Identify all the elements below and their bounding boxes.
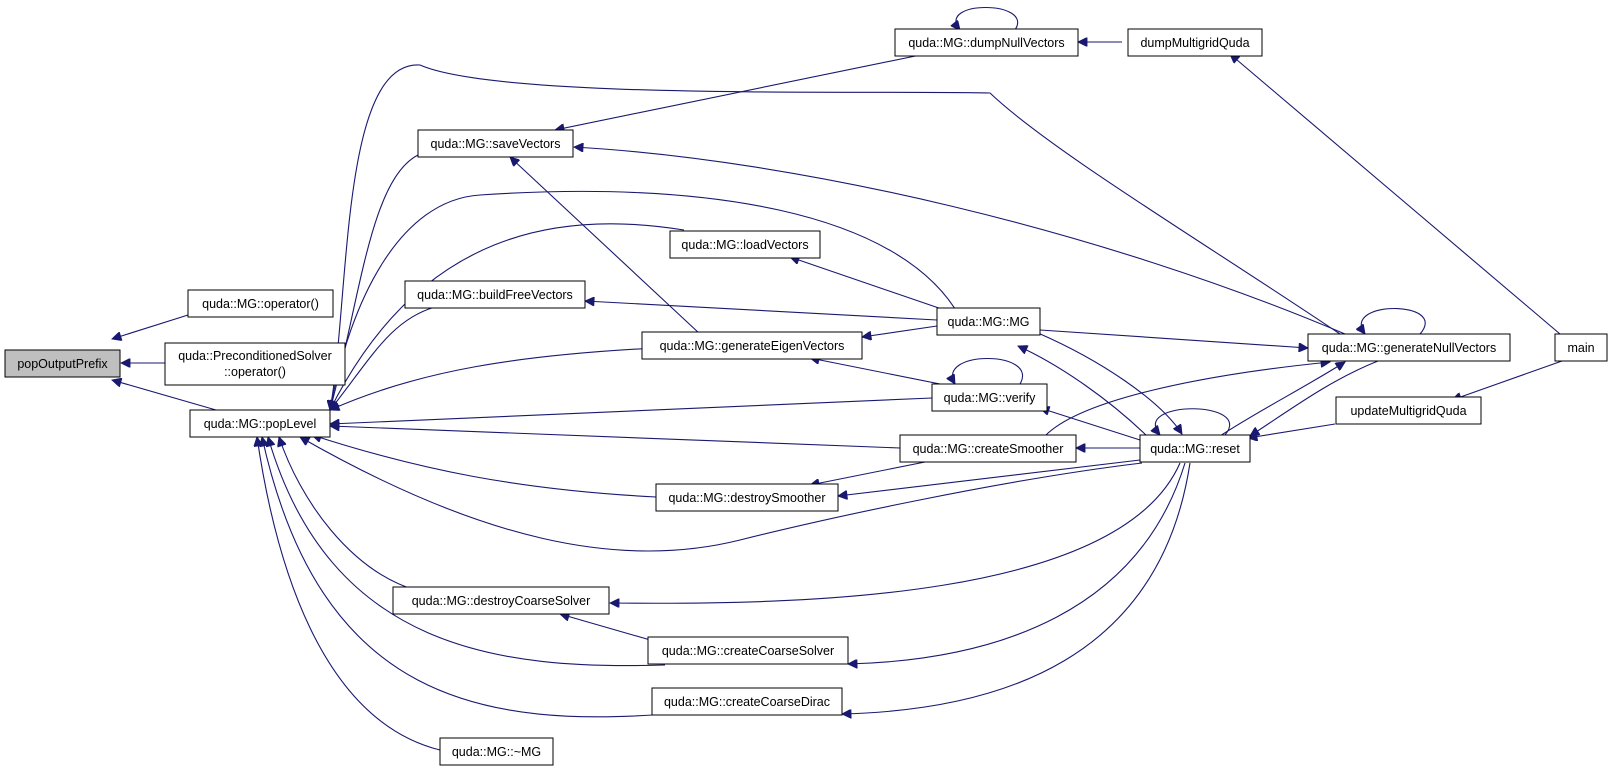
node-verify[interactable]: quda::MG::verify [931, 383, 1048, 412]
node-generatenullvectors[interactable]: quda::MG::generateNullVectors [1307, 333, 1511, 362]
edge-reset-to-createcoarsesolver [848, 462, 1186, 664]
edge-createcoarsedirac-to-poplevel [262, 437, 681, 718]
node-label: main [1567, 341, 1594, 355]
edge-mgmg-to-generatenullvectors [1039, 329, 1308, 348]
node-label: quda::MG::destroyCoarseSolver [412, 594, 591, 608]
node-label: popOutputPrefix [17, 357, 108, 371]
node-createcoarsesolver[interactable]: quda::MG::createCoarseSolver [647, 636, 849, 665]
edge-destroycoarsesolver-to-poplevel [279, 437, 416, 591]
node-label: quda::MG::dumpNullVectors [908, 36, 1064, 50]
edge-reset-to-createcoarsedirac [842, 462, 1191, 714]
edge-generatenullvectors-self [1361, 308, 1426, 335]
edge-reset-to-destroysmoother [838, 459, 1141, 496]
edge-main-to-dumpmultigridquda [1230, 54, 1561, 335]
edge-createsmoother-to-poplevel [330, 426, 901, 449]
node-label: quda::MG::loadVectors [681, 238, 808, 252]
edge-createcoarsesolver-to-poplevel [268, 437, 666, 667]
node-preconditionedsolver-operator[interactable]: quda::PreconditionedSolver ::operator() [164, 342, 346, 386]
edge-reset-to-verify [1040, 408, 1141, 441]
edge-createsmoother-to-generatenullvectors [1044, 362, 1330, 437]
edge-createsmoother-to-destroysmoother [810, 459, 936, 485]
node-label: dumpMultigridQuda [1140, 36, 1249, 50]
edge-mgmg-to-poplevel [330, 190, 961, 410]
node-label: quda::MG::saveVectors [431, 137, 561, 151]
edge-reset-to-poplevel [300, 437, 1143, 552]
edge-generateeigenvectors-to-savevectors [510, 157, 701, 335]
edge-poplevel-to-popoutputprefix [112, 380, 217, 411]
node-poplevel[interactable]: quda::MG::popLevel [189, 409, 331, 438]
node-label: quda::MG::generateEigenVectors [660, 339, 845, 353]
edge-verify-self [952, 357, 1024, 385]
edge-updatemultigridquda-to-reset [1248, 423, 1336, 438]
node-loadvectors[interactable]: quda::MG::loadVectors [669, 230, 821, 259]
node-label: quda::MG::createSmoother [913, 442, 1064, 456]
edge-destroysmoother-to-poplevel [312, 435, 657, 498]
node-label: quda::MG::createCoarseDirac [664, 695, 830, 709]
node-destroycoarsesolver[interactable]: quda::MG::destroyCoarseSolver [392, 586, 610, 615]
edge-verify-to-poplevel [330, 397, 933, 424]
node-label: quda::MG::destroySmoother [668, 491, 825, 505]
edge-mgmg-to-buildfreevectors [585, 301, 938, 321]
node-label: quda::MG::popLevel [204, 417, 317, 431]
node-createcoarsedirac[interactable]: quda::MG::createCoarseDirac [651, 687, 843, 716]
node-mg-mg[interactable]: quda::MG::MG [936, 307, 1041, 336]
edge-tildemg-to-poplevel [257, 437, 441, 751]
node-label: quda::MG::createCoarseSolver [662, 644, 834, 658]
edge-generatenullvectors-to-reset [1250, 360, 1379, 436]
node-main[interactable]: main [1554, 333, 1608, 362]
node-label: quda::MG::MG [948, 315, 1030, 329]
node-reset[interactable]: quda::MG::reset [1139, 434, 1251, 463]
node-popoutputprefix[interactable]: popOutputPrefix [4, 349, 121, 378]
node-label: quda::MG::operator() [202, 297, 319, 311]
node-savevectors[interactable]: quda::MG::saveVectors [417, 129, 574, 158]
edge-mgmg-to-generateeigenvectors [862, 325, 938, 337]
edge-reset-self [1155, 408, 1231, 435]
edge-verify-to-generateeigenvectors [810, 358, 941, 385]
node-tilde-mg[interactable]: quda::MG::~MG [439, 737, 554, 766]
edge-loadvectors-to-poplevel [329, 223, 685, 410]
edge-generatenullvectors-to-savevectors [574, 147, 1346, 335]
edge-main-to-updatemultigridquda [1452, 360, 1563, 400]
node-updatemultigridquda[interactable]: updateMultigridQuda [1335, 396, 1482, 425]
edge-buildfreevectors-to-poplevel [330, 306, 436, 410]
node-buildfreevectors[interactable]: quda::MG::buildFreeVectors [404, 280, 586, 309]
edge-generatenullvectors-to-poplevel [330, 64, 1341, 410]
node-label: quda::MG::generateNullVectors [1322, 341, 1496, 355]
node-createsmoother[interactable]: quda::MG::createSmoother [899, 434, 1077, 463]
node-dumpmultigridquda[interactable]: dumpMultigridQuda [1127, 28, 1263, 57]
edge-dumpnullvectors-to-savevectors [555, 52, 931, 130]
edge-reset-to-destroycoarsesolver [610, 462, 1181, 603]
edge-mgmg-to-loadvectors [790, 257, 966, 318]
node-destroysmoother[interactable]: quda::MG::destroySmoother [655, 483, 839, 512]
node-dumpnullvectors[interactable]: quda::MG::dumpNullVectors [894, 28, 1079, 57]
node-label: updateMultigridQuda [1350, 404, 1466, 418]
node-label: quda::MG::buildFreeVectors [417, 288, 573, 302]
node-label-line1: quda::PreconditionedSolver [178, 349, 332, 363]
node-generateeigenvectors[interactable]: quda::MG::generateEigenVectors [641, 331, 863, 360]
node-label: quda::MG::~MG [452, 745, 541, 759]
edge-reset-to-mgmg [1018, 346, 1149, 438]
node-mg-operator[interactable]: quda::MG::operator() [187, 289, 334, 318]
edge-generateeigenvectors-to-poplevel [330, 347, 657, 410]
edge-mgoperator-to-popoutputprefix [112, 314, 189, 339]
edge-mgmg-to-reset [1037, 332, 1182, 434]
node-label: quda::MG::verify [944, 391, 1036, 405]
node-label-line2: ::operator() [224, 365, 286, 379]
edge-reset-to-generatenullvectors [1219, 362, 1345, 437]
edge-dumpnullvectors-self [956, 6, 1019, 31]
node-label: quda::MG::reset [1150, 442, 1240, 456]
